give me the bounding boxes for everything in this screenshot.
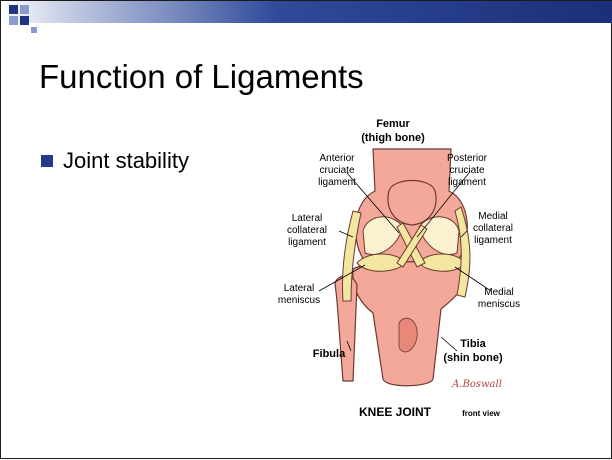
label-mcl: Medial — [478, 211, 507, 222]
diagram-caption-sub: front view — [462, 409, 501, 418]
label-medial-meniscus: meniscus — [478, 299, 520, 310]
label-tibia: Tibia — [460, 338, 486, 350]
label-lcl: Lateral — [292, 213, 323, 224]
label-femur: Femur — [376, 118, 410, 130]
label-lateral-meniscus: Lateral — [284, 283, 315, 294]
label-tibia-sub: (shin bone) — [443, 352, 503, 364]
patella — [388, 181, 436, 226]
label-lcl: ligament — [288, 237, 326, 248]
label-lateral-meniscus: meniscus — [278, 295, 320, 306]
artist-signature: A.Boswall — [451, 379, 502, 390]
label-pcl: cruciate — [449, 165, 484, 176]
label-acl: cruciate — [319, 165, 354, 176]
label-acl: ligament — [318, 177, 356, 188]
label-pcl: Posterior — [447, 153, 488, 164]
label-acl: Anterior — [319, 153, 355, 164]
diagram-caption: KNEE JOINT — [359, 405, 432, 419]
label-mcl: collateral — [473, 223, 513, 234]
label-pcl: ligament — [448, 177, 486, 188]
label-lcl: collateral — [287, 225, 327, 236]
label-fibula: Fibula — [313, 348, 346, 360]
label-medial-meniscus: Medial — [484, 287, 513, 298]
label-femur-sub: (thigh bone) — [361, 132, 425, 144]
label-mcl: ligament — [474, 235, 512, 246]
